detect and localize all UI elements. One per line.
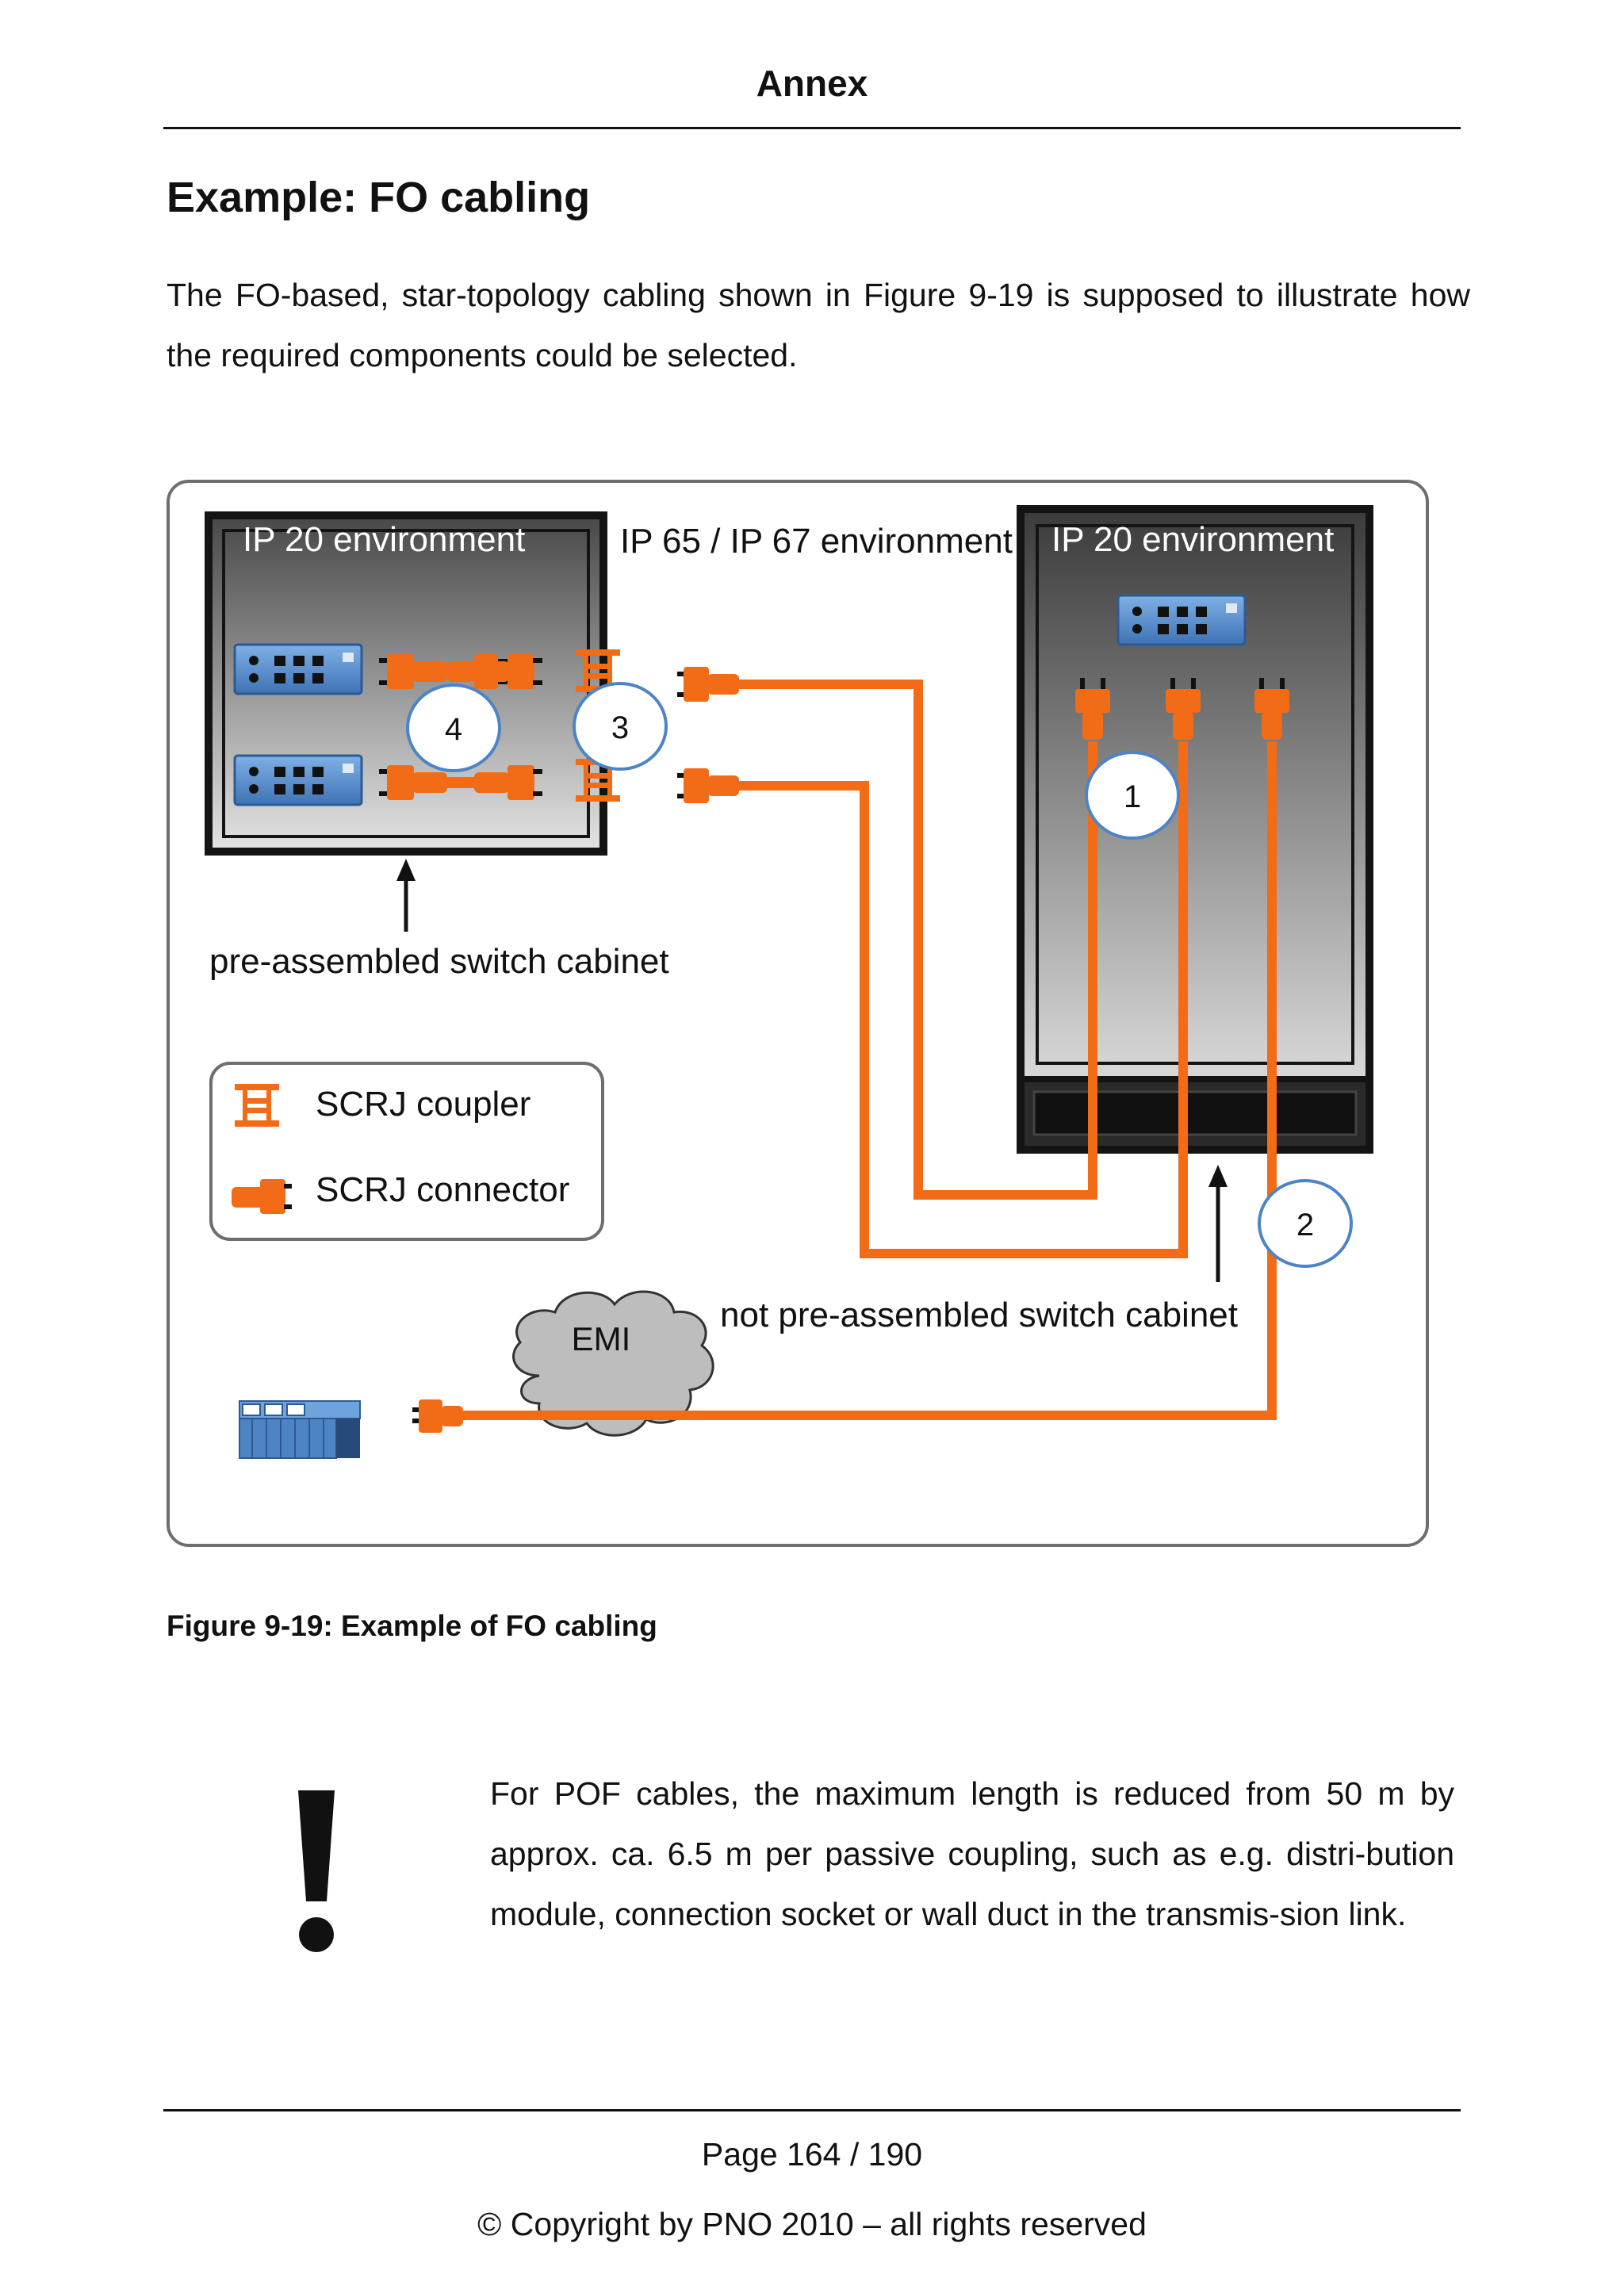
emi-label: EMI (572, 1320, 631, 1357)
middle-env-label: IP 65 / IP 67 environment (620, 522, 1013, 561)
exclamation-icon (298, 1790, 335, 1952)
legend-connector-label: SCRJ connector (316, 1170, 569, 1209)
right-cabinet-label: IP 20 environment (1051, 520, 1334, 559)
intro-paragraph: The FO-based, star-topology cabling show… (167, 277, 1470, 373)
io-connector (412, 1399, 463, 1433)
svg-text:4: 4 (445, 712, 462, 747)
pre-assembled-label: pre-assembled switch cabinet (209, 942, 669, 981)
cable-field-device (455, 741, 1277, 1420)
note-text: For POF cables, the maximum length is re… (490, 1775, 1454, 1932)
svg-text:1: 1 (1124, 779, 1141, 814)
section-title: Example: FO cabling (167, 174, 591, 221)
fo-cabling-diagram: IP 20 environment 4 3 IP 65 / I (167, 480, 1429, 1547)
copyright: © Copyright by PNO 2010 – all rights res… (477, 2206, 1147, 2242)
legend-connector-icon (232, 1179, 292, 1214)
legend: SCRJ coupler SCRJ connector (209, 1062, 604, 1241)
left-cabinet-label: IP 20 environment (243, 520, 525, 559)
svg-text:3: 3 (611, 710, 629, 745)
svg-text:2: 2 (1297, 1208, 1314, 1242)
emi-cloud (512, 1290, 714, 1437)
switch-device-top (233, 643, 363, 695)
not-pre-assembled-label: not pre-assembled switch cabinet (720, 1296, 1238, 1334)
switch-device-bottom (233, 754, 363, 806)
footer-rule (163, 2109, 1461, 2111)
figure-caption: Figure 9-19: Example of FO cabling (167, 1610, 657, 1642)
header-rule (163, 127, 1461, 129)
marker-2 (1258, 1179, 1353, 1268)
cable-top (677, 667, 1093, 1200)
arrow-pre-assembled (396, 859, 416, 932)
cable-bottom (677, 768, 1183, 1258)
running-header: Annex (756, 63, 868, 104)
switch-device-right (1116, 594, 1247, 646)
page-number: Page 164 / 190 (701, 2136, 923, 2173)
io-device (239, 1400, 361, 1459)
legend-coupler-label: SCRJ coupler (316, 1085, 530, 1124)
arrow-not-pre-assembled (1208, 1165, 1228, 1282)
marker-3 (573, 682, 668, 771)
marker-1 (1085, 751, 1180, 840)
marker-4 (406, 683, 501, 772)
